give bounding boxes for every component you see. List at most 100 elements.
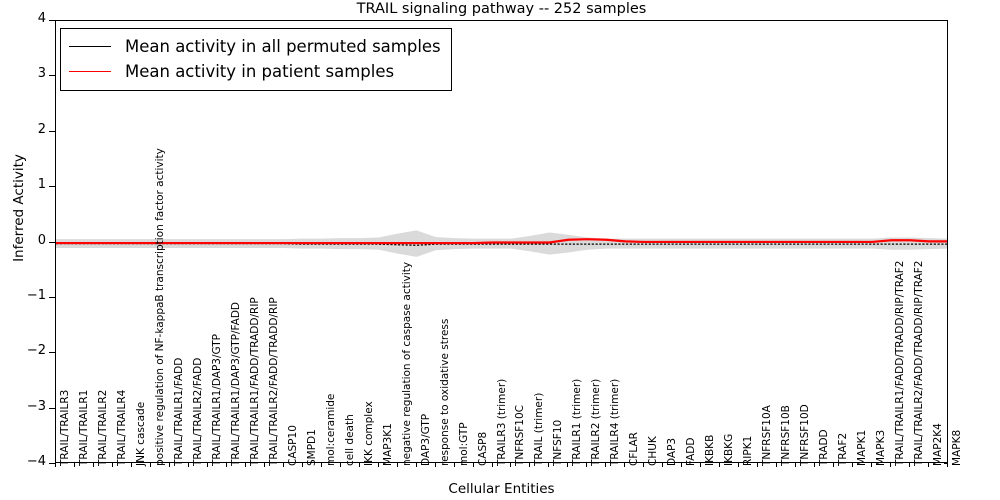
x-tick-mark: [263, 463, 265, 467]
x-tick-label: FADD: [685, 437, 698, 466]
x-tick-label: CASP10: [286, 425, 299, 466]
x-tick-label: TNFRSF10A: [761, 405, 774, 466]
x-tick-mark: [890, 463, 892, 467]
x-tick-mark: [529, 463, 531, 467]
x-tick-mark: [947, 463, 948, 467]
x-tick-label: CASP8: [476, 431, 489, 466]
y-tick-label: 4: [37, 11, 46, 26]
legend-item-patient: Mean activity in patient samples: [69, 59, 441, 84]
y-tick-mark: [49, 241, 55, 243]
x-tick-mark: [510, 463, 512, 467]
y-tick-label: −4: [26, 454, 46, 469]
plot-area: [55, 20, 948, 463]
y-tick-mark: [49, 186, 55, 188]
x-tick-mark: [244, 463, 246, 467]
y-tick-label: −1: [26, 287, 46, 303]
y-tick-label: 3: [37, 66, 46, 82]
x-tick-mark: [396, 463, 398, 467]
legend-swatch-permuted: [69, 46, 111, 47]
x-tick-label: TNFRSF10D: [799, 404, 812, 466]
page-title: TRAIL signaling pathway -- 252 samples: [356, 1, 647, 17]
x-tick-label: JNK cascade: [134, 401, 147, 466]
x-tick-mark: [415, 463, 417, 467]
x-tick-label: TRAIL/TRAILR4: [115, 389, 128, 466]
x-tick-label: TNFSF10: [552, 419, 565, 466]
x-tick-mark: [662, 463, 664, 467]
x-tick-mark: [833, 463, 835, 467]
y-tick-label: −2: [26, 343, 46, 359]
x-tick-mark: [738, 463, 740, 467]
x-tick-mark: [548, 463, 550, 467]
x-tick-label: TNFRSF10C: [514, 404, 527, 466]
x-tick-label: TRAIL/TRAILR2: [96, 389, 109, 466]
x-tick-label: TRAIL/TRAILR1/DAP3/GTP/FADD: [229, 302, 242, 466]
x-tick-label: TRAILR4 (trimer): [609, 378, 622, 466]
y-tick-label: 2: [37, 121, 46, 137]
x-tick-mark: [187, 463, 189, 467]
x-tick-label: TRAILR1 (trimer): [571, 378, 584, 466]
x-tick-mark: [377, 463, 379, 467]
x-tick-label: TRAIL/TRAILR3: [59, 389, 71, 466]
x-tick-mark: [719, 463, 721, 467]
x-axis-title: Cellular Entities: [448, 481, 555, 497]
x-tick-label: mol:ceramide: [324, 393, 337, 466]
x-tick-label: TRAIL/TRAILR1: [77, 389, 90, 466]
x-tick-mark: [73, 463, 75, 467]
x-tick-label: RIPK1: [742, 435, 755, 466]
y-tick-mark: [49, 463, 55, 464]
x-tick-label: TRAIL/TRAILR1/FADD/TRADD/RIP: [248, 297, 261, 466]
x-tick-label: CHUK: [647, 436, 660, 466]
y-tick-mark: [49, 407, 55, 409]
x-tick-mark: [491, 463, 493, 467]
data-series-layer: [56, 230, 947, 257]
x-tick-mark: [871, 463, 873, 467]
x-tick-label: TRAIL/TRAILR1/DAP3/GTP: [210, 333, 223, 466]
x-tick-label: TRAIL/TRAILR1/FADD: [172, 357, 185, 466]
x-tick-mark: [681, 463, 683, 467]
y-tick-label: 1: [37, 177, 46, 193]
x-tick-label: IKBKG: [723, 433, 736, 466]
x-tick-label: TRAILR2 (trimer): [590, 378, 603, 466]
x-tick-mark: [149, 463, 151, 467]
y-tick-mark: [49, 296, 55, 298]
x-tick-label: TRAIL/TRAILR1/FADD/TRADD/RIP/TRAF2: [894, 260, 907, 466]
x-tick-label: IKBKB: [704, 434, 717, 466]
x-tick-mark: [206, 463, 208, 467]
x-tick-label: negative regulation of caspase activity: [400, 261, 413, 466]
legend-label-patient: Mean activity in patient samples: [125, 62, 395, 81]
x-tick-label: DAP3/GTP: [419, 413, 432, 466]
x-tick-mark: [434, 463, 436, 467]
x-tick-mark: [567, 463, 569, 467]
x-tick-mark: [111, 463, 113, 467]
x-tick-mark: [700, 463, 702, 467]
x-tick-label: mol:GTP: [457, 422, 470, 466]
x-tick-mark: [472, 463, 474, 467]
x-tick-label: TRAF2: [837, 432, 850, 466]
x-tick-mark: [814, 463, 816, 467]
x-tick-label: MAPK3: [875, 429, 888, 466]
x-tick-label: DAP3: [666, 437, 679, 466]
x-tick-label: MAPK8: [951, 429, 963, 466]
x-tick-mark: [643, 463, 645, 467]
x-tick-mark: [55, 463, 56, 467]
x-tick-mark: [795, 463, 797, 467]
x-tick-label: TNFRSF10B: [780, 405, 793, 466]
legend-swatch-patient: [69, 71, 111, 72]
y-tick-label: −3: [26, 398, 46, 414]
x-tick-label: TRAIL (trimer): [533, 392, 546, 466]
legend: Mean activity in all permuted samples Me…: [60, 28, 452, 91]
x-tick-mark: [757, 463, 759, 467]
x-tick-label: TRAIL/TRAILR2/FADD/TRADD/RIP/TRAF2: [913, 260, 926, 466]
y-tick-mark-right: [944, 463, 948, 464]
y-axis-title: Inferred Activity: [11, 154, 27, 262]
x-tick-label: IKK complex: [362, 401, 375, 466]
x-tick-label: positive regulation of NF-kappaB transcr…: [153, 148, 166, 466]
x-tick-mark: [168, 463, 170, 467]
y-tick-label: 0: [37, 232, 46, 248]
x-tick-label: TRADD: [818, 429, 831, 466]
x-tick-mark: [453, 463, 455, 467]
x-tick-mark: [586, 463, 588, 467]
x-tick-label: TRAIL/TRAILR2/FADD/TRADD/RIP: [267, 297, 280, 466]
x-tick-mark: [92, 463, 94, 467]
